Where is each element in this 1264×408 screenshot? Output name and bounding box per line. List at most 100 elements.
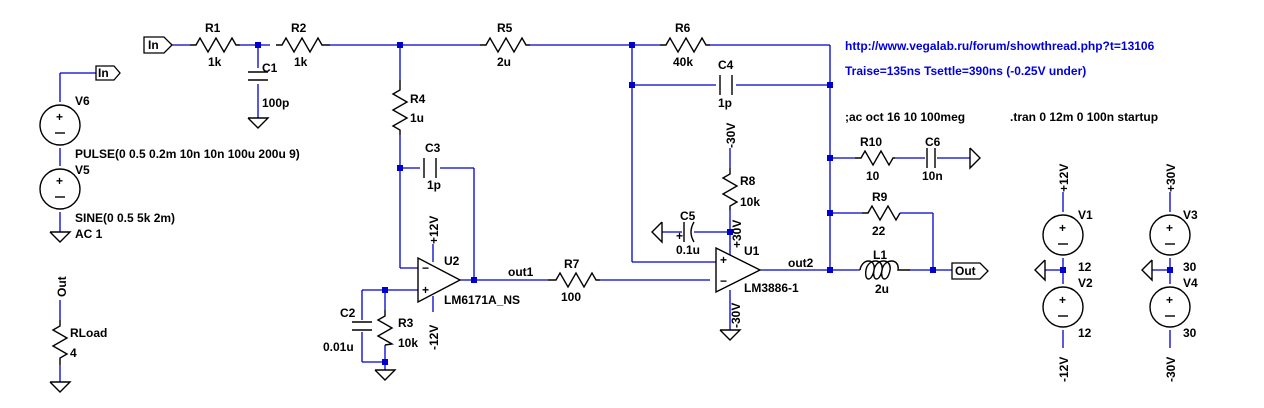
net-in-label-2: In xyxy=(98,66,109,80)
net-in-label: In xyxy=(148,38,159,52)
r1-name: R1 xyxy=(205,21,221,35)
voltage-source-v6[interactable]: + V6 PULSE(0 0.5 0.2m 10n 10n 100u 200u … xyxy=(39,94,300,161)
resistor-r6[interactable]: R6 40k xyxy=(660,21,710,69)
r4-value: 1u xyxy=(410,111,424,125)
v1-value: 12 xyxy=(1078,260,1092,274)
v3-plus-icon: + xyxy=(1166,221,1173,235)
v3-top-label: +30V xyxy=(1164,164,1178,192)
r7-name: R7 xyxy=(564,257,580,271)
voltage-source-v1[interactable]: + V1 12 xyxy=(1042,208,1093,274)
v2-bottom-label: -12V xyxy=(1057,357,1071,382)
tran-directive[interactable]: .tran 0 12m 0 100n startup xyxy=(1010,110,1158,124)
v2-name: V2 xyxy=(1078,276,1093,290)
rload-value: 4 xyxy=(70,346,77,360)
r5-value: 2u xyxy=(497,55,511,69)
v3-value: 30 xyxy=(1183,260,1197,274)
v5-value: SINE(0 0.5 5k 2m) xyxy=(75,211,175,225)
voltage-source-v2[interactable]: + V2 12 xyxy=(1042,276,1093,340)
net-out-label-2: Out xyxy=(55,276,69,297)
v5-plus-icon: + xyxy=(56,174,63,188)
v4-bottom-label: -30V xyxy=(1164,357,1178,382)
u2-value: LM6171A_NS xyxy=(444,293,520,307)
r2-name: R2 xyxy=(291,21,307,35)
net-flag-out[interactable]: Out xyxy=(951,262,989,280)
v2-plus-icon: + xyxy=(1059,293,1066,307)
r10-value: 10 xyxy=(866,169,880,183)
c1-value: 100p xyxy=(262,96,289,110)
v6-value: PULSE(0 0.5 0.2m 10n 10n 100u 200u 9) xyxy=(75,147,300,161)
net-flag-in-top[interactable]: In xyxy=(143,36,173,54)
net-label-out1: out1 xyxy=(508,265,534,279)
voltage-source-v3[interactable]: + V3 30 xyxy=(1149,208,1198,274)
c5-value: 0.1u xyxy=(676,243,700,257)
resistor-r7[interactable]: R7 100 xyxy=(548,257,600,304)
v6-name: V6 xyxy=(75,94,90,108)
c3-value: 1p xyxy=(427,178,441,192)
ac-directive[interactable]: ;ac oct 16 10 100meg xyxy=(845,110,965,124)
u2-minus-icon: − xyxy=(422,261,429,275)
forum-link[interactable]: http://www.vegalab.ru/forum/showthread.p… xyxy=(845,39,1155,53)
r3-name: R3 xyxy=(398,316,414,330)
c3-name: C3 xyxy=(425,141,441,155)
c2-value: 0.01u xyxy=(323,340,354,354)
net-flag-out-rload: Out xyxy=(55,276,69,297)
voltage-source-v5[interactable]: + V5 SINE(0 0.5 5k 2m) AC 1 xyxy=(39,163,175,241)
voltage-source-v4[interactable]: + V4 30 xyxy=(1149,276,1198,340)
capacitor-c3[interactable]: C3 1p xyxy=(423,141,441,192)
resistor-r1[interactable]: R1 1k xyxy=(190,21,240,69)
l1-value: 2u xyxy=(875,282,889,296)
u2-vpos-label: +12V xyxy=(427,216,441,244)
l1-name: L1 xyxy=(873,248,887,262)
u1-minus-icon: − xyxy=(720,274,727,288)
v6-plus-icon: + xyxy=(56,110,63,124)
capacitor-c6[interactable]: C6 10n xyxy=(922,135,943,183)
net-out-label: Out xyxy=(955,264,976,278)
v5-name: V5 xyxy=(75,163,90,177)
c1-name: C1 xyxy=(262,61,278,75)
capacitor-c5[interactable]: + C5 0.1u xyxy=(676,209,700,257)
c6-name: C6 xyxy=(925,135,941,149)
r9-value: 22 xyxy=(872,224,886,238)
v3-name: V3 xyxy=(1183,208,1198,222)
v4-name: V4 xyxy=(1183,276,1198,290)
r1-value: 1k xyxy=(208,55,222,69)
r6-name: R6 xyxy=(675,21,691,35)
c4-name: C4 xyxy=(718,58,734,72)
junction-dots xyxy=(255,42,1173,365)
u1-value: LM3886-1 xyxy=(744,281,799,295)
u1-name: U1 xyxy=(744,244,760,258)
capacitor-c2[interactable]: C2 0.01u xyxy=(323,306,372,354)
v1-name: V1 xyxy=(1078,208,1093,222)
resistor-r2[interactable]: R2 1k xyxy=(276,21,330,69)
u2-name: U2 xyxy=(444,254,460,268)
c4-value: 1p xyxy=(718,96,732,110)
v4-plus-icon: + xyxy=(1166,293,1173,307)
net-flag-in-source[interactable]: In xyxy=(95,65,121,81)
r8-supply-label: -30V xyxy=(724,123,738,148)
resistor-r9[interactable]: R9 22 xyxy=(862,190,901,238)
opamp-u1[interactable]: + − U1 LM3886-1 xyxy=(715,244,799,295)
resistor-r3[interactable]: R3 10k xyxy=(376,310,418,350)
resistor-r8[interactable]: R8 10k xyxy=(721,168,760,210)
v2-value: 12 xyxy=(1078,326,1092,340)
net-label-out2: out2 xyxy=(788,256,814,270)
resistor-r4[interactable]: R4 1u xyxy=(391,80,426,135)
r8-name: R8 xyxy=(740,174,756,188)
resistor-r10[interactable]: R10 10 xyxy=(855,135,895,183)
resistor-rload[interactable]: RLoad 4 xyxy=(51,320,107,365)
opamp-u2[interactable]: − + U2 LM6171A_NS xyxy=(417,254,520,307)
capacitor-c4[interactable]: C4 1p xyxy=(718,58,734,110)
v5-ac: AC 1 xyxy=(75,227,103,241)
r6-value: 40k xyxy=(673,55,693,69)
u1-vneg-label: -30V xyxy=(729,303,743,328)
r7-value: 100 xyxy=(561,290,581,304)
r4-name: R4 xyxy=(410,92,426,106)
r8-value: 10k xyxy=(740,195,760,209)
r3-value: 10k xyxy=(398,336,418,350)
r5-name: R5 xyxy=(497,21,513,35)
inductor-l1[interactable]: L1 2u xyxy=(859,248,910,296)
resistor-r5[interactable]: R5 2u xyxy=(480,21,530,69)
r9-name: R9 xyxy=(872,190,888,204)
capacitor-c1[interactable]: C1 100p xyxy=(248,61,289,110)
